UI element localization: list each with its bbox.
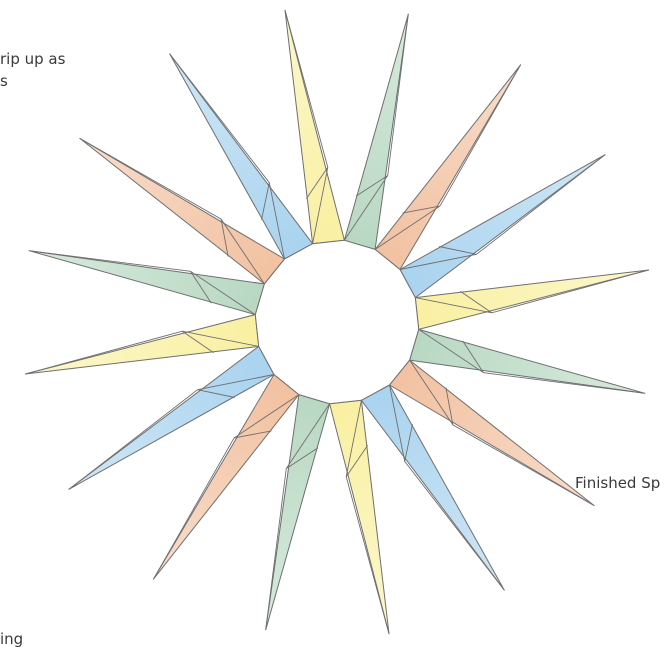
star-point-green xyxy=(266,395,330,630)
star-point-blue xyxy=(69,346,274,489)
star-point-green xyxy=(410,329,645,393)
star-point-blue xyxy=(170,54,313,259)
star-point-yellow xyxy=(330,400,389,633)
star-point-yellow xyxy=(25,315,258,374)
star-point-blue xyxy=(361,385,504,590)
star-point-yellow xyxy=(415,270,648,329)
star-point-green xyxy=(344,14,408,249)
star-point-green xyxy=(29,251,264,315)
star-point-yellow xyxy=(285,10,344,243)
center-hole xyxy=(255,240,418,403)
star-point-blue xyxy=(400,155,605,298)
